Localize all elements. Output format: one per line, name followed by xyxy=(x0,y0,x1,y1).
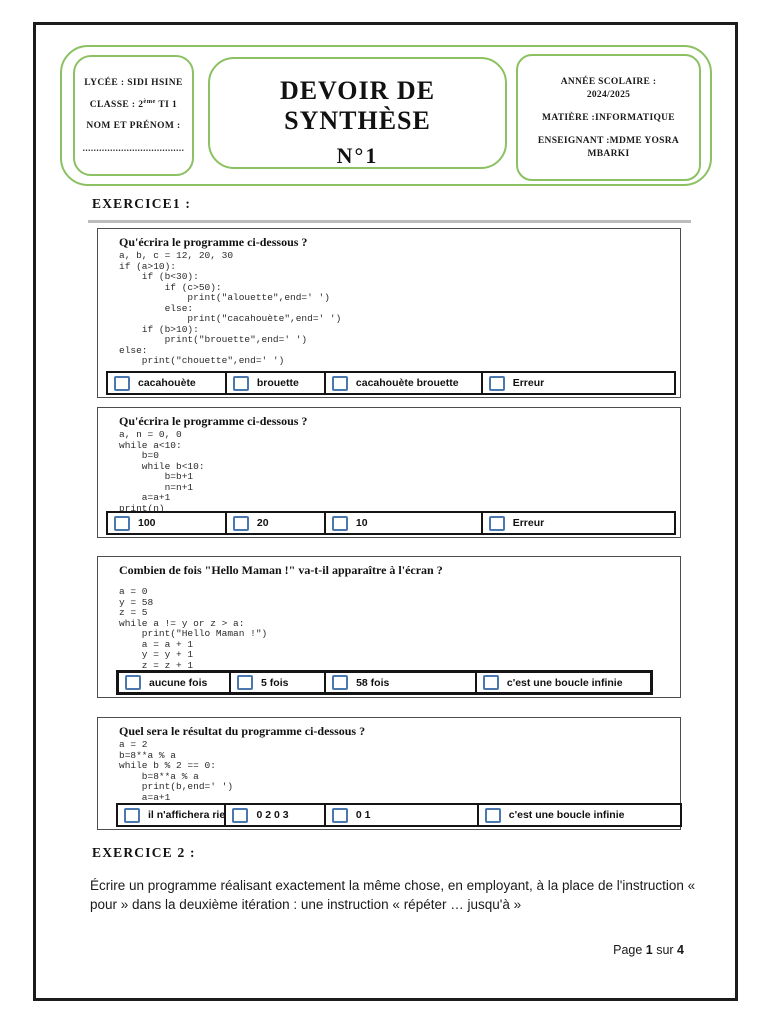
question-2-answers: 100 20 10 Erreur xyxy=(106,511,676,535)
annee-scolaire-label: ANNÉE SCOLAIRE : xyxy=(560,76,657,87)
nom-prenom-label: NOM ET PRÉNOM : xyxy=(86,120,181,131)
matiere-line: MATIÈRE :INFORMATIQUE xyxy=(542,112,675,123)
question-4-title: Quel sera le résultat du programme ci-de… xyxy=(119,724,366,738)
answer-option[interactable]: 10 xyxy=(326,513,483,533)
exercise2-heading: EXERCICE 2 : xyxy=(92,845,196,860)
answer-label: aucune fois xyxy=(149,676,208,689)
answer-label: 100 xyxy=(138,517,156,529)
answer-option[interactable]: Erreur xyxy=(483,513,674,533)
question-1-box: Qu'écrira le programme ci-dessous ? a, b… xyxy=(97,228,681,398)
school-info-box: LYCÉE : SIDI HSINE CLASSE : 2ème TI 1 NO… xyxy=(73,55,194,176)
classe-superscript: ème xyxy=(143,98,156,106)
course-info-box: ANNÉE SCOLAIRE : 2024/2025 MATIÈRE :INFO… xyxy=(516,54,701,181)
answer-option[interactable]: aucune fois xyxy=(119,673,232,692)
question-4-code: a = 2 b=8**a % a while b % 2 == 0: b=8**… xyxy=(119,739,234,803)
question-3-box: Combien de fois "Hello Maman !" va-t-il … xyxy=(97,556,681,698)
answer-option[interactable]: 0 1 xyxy=(326,805,479,825)
answer-option[interactable]: 5 fois xyxy=(231,673,327,692)
annee-scolaire-value: 2024/2025 xyxy=(586,89,631,100)
checkbox-icon[interactable] xyxy=(125,675,141,690)
answer-label: 5 fois xyxy=(261,676,289,689)
document-title: DEVOIR DE SYNTHÈSE xyxy=(279,76,436,135)
name-fill-line: ..................................... xyxy=(82,142,185,153)
question-4-box: Quel sera le résultat du programme ci-de… xyxy=(97,717,682,830)
checkbox-icon[interactable] xyxy=(124,807,140,823)
answer-option[interactable]: 20 xyxy=(227,513,326,533)
checkbox-icon[interactable] xyxy=(331,807,348,823)
question-1-title: Qu'écrira le programme ci-dessous ? xyxy=(119,235,308,249)
page-total: 4 xyxy=(677,943,684,957)
answer-option[interactable]: cacahouète brouette xyxy=(326,373,483,393)
enseignant-line: ENSEIGNANT :MDME YOSRA xyxy=(537,135,680,146)
page-label: Page xyxy=(613,943,646,957)
lycee-line: LYCÉE : SIDI HSINE xyxy=(84,78,183,89)
page-number: 1 xyxy=(645,943,653,957)
answer-option[interactable]: 0 2 0 3 xyxy=(226,805,326,825)
checkbox-icon[interactable] xyxy=(331,515,348,531)
checkbox-icon[interactable] xyxy=(488,375,505,391)
answer-label: c'est une boucle infinie xyxy=(506,676,623,689)
checkbox-icon[interactable] xyxy=(488,515,505,531)
answer-label: 58 fois xyxy=(356,676,390,689)
answer-label: brouette xyxy=(256,377,299,389)
checkbox-icon[interactable] xyxy=(482,675,499,690)
answer-option[interactable]: c'est une boucle infinie xyxy=(479,805,680,825)
answer-label: cacahouète brouette xyxy=(355,377,459,389)
answer-option[interactable]: 58 fois xyxy=(326,673,477,692)
answer-label: 20 xyxy=(256,517,269,529)
question-4-answers: il n'affichera rien 0 2 0 3 0 1 c'est un… xyxy=(116,803,682,827)
checkbox-icon[interactable] xyxy=(232,515,249,531)
question-3-code: a = 0 y = 58 z = 5 while a != y or z > a… xyxy=(119,586,268,671)
answer-label: 0 1 xyxy=(355,809,371,821)
answer-label: 0 2 0 3 xyxy=(256,809,289,821)
exercise1-heading: EXERCICE1 : xyxy=(92,196,192,211)
question-2-box: Qu'écrira le programme ci-dessous ? a, n… xyxy=(97,407,681,538)
checkbox-icon[interactable] xyxy=(232,807,249,823)
classe-line: CLASSE : 2ème TI 1 xyxy=(89,98,178,111)
question-3-title: Combien de fois "Hello Maman !" va-t-il … xyxy=(119,563,443,577)
checkbox-icon[interactable] xyxy=(232,375,249,391)
question-2-code: a, n = 0, 0 while a<10: b=0 while b<10: … xyxy=(119,429,205,514)
answer-option[interactable]: brouette xyxy=(227,373,326,393)
answer-option[interactable]: c'est une boucle infinie xyxy=(477,673,650,692)
checkbox-icon[interactable] xyxy=(237,675,254,690)
checkbox-icon[interactable] xyxy=(114,515,130,531)
document-subtitle: N°1 xyxy=(336,143,379,168)
answer-label: 10 xyxy=(355,517,368,529)
answer-label: il n'affichera rien xyxy=(148,809,227,821)
answer-option[interactable]: cacahouète xyxy=(108,373,227,393)
checkbox-icon[interactable] xyxy=(332,675,349,690)
page-footer: Page 1 sur 4 xyxy=(613,943,684,957)
checkbox-icon[interactable] xyxy=(331,375,348,391)
page-separator: sur xyxy=(652,943,678,957)
question-1-answers: cacahouète brouette cacahouète brouette … xyxy=(106,371,676,395)
answer-label: Erreur xyxy=(512,517,545,529)
checkbox-icon[interactable] xyxy=(484,807,501,823)
answer-option[interactable]: 100 xyxy=(108,513,227,533)
answer-option[interactable]: Erreur xyxy=(483,373,674,393)
enseignant-line2: MBARKI xyxy=(587,148,630,159)
answer-label: c'est une boucle infinie xyxy=(508,809,625,821)
checkbox-icon[interactable] xyxy=(114,375,130,391)
answer-option[interactable]: il n'affichera rien xyxy=(118,805,227,825)
exercise2-statement: Écrire un programme réalisant exactement… xyxy=(90,878,696,913)
title-box: DEVOIR DE SYNTHÈSE N°1 xyxy=(208,57,507,169)
question-1-code: a, b, c = 12, 20, 30 if (a>10): if (b<30… xyxy=(119,250,342,366)
answer-label: Erreur xyxy=(512,377,545,389)
question-3-answers: aucune fois 5 fois 58 fois c'est une bou… xyxy=(116,670,653,695)
answer-label: cacahouète xyxy=(138,377,196,389)
separator-rule xyxy=(88,220,691,223)
question-2-title: Qu'écrira le programme ci-dessous ? xyxy=(119,414,308,428)
